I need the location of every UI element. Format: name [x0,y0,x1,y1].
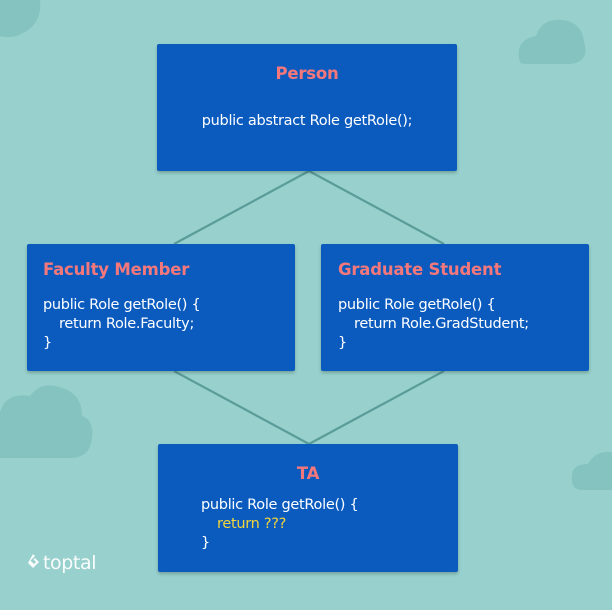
grad-code-line-1: public Role getRole() { [338,297,496,313]
ta-code-line-1: public Role getRole() { [201,497,359,513]
toptal-logo-text: toptal [43,552,97,574]
connector-lines [173,170,445,445]
ta-code-block: public Role getRole() { return ??? } [201,496,359,553]
ta-code-line-3: } [201,535,210,551]
grad-class-title: Graduate Student [338,260,502,279]
cloud-top-left [0,0,41,38]
faculty-code-line-1: public Role getRole() { [43,297,201,313]
grad-code-line-2: return Role.GradStudent; [354,316,529,332]
toptal-diamond-icon [28,554,39,568]
edge-person-grad [308,170,445,245]
edge-grad-ta [308,370,445,445]
ta-code-line-2: return ??? [217,516,287,532]
grad-code-block: public Role getRole() { return Role.Grad… [338,296,529,353]
edge-person-faculty [173,170,310,245]
faculty-class-box: Faculty Member public Role getRole() { r… [27,244,295,371]
toptal-logo: toptal [26,552,97,574]
edge-faculty-ta [173,370,310,445]
faculty-code-line-3: } [43,335,52,351]
cloud-decorations [0,0,612,490]
faculty-code-block: public Role getRole() { return Role.Facu… [43,296,201,353]
ta-class-title: TA [296,464,320,483]
faculty-code-line-2: return Role.Faculty; [59,316,195,332]
grad-code-line-3: } [338,335,347,351]
person-class-box: Person public abstract Role getRole(); [157,44,457,171]
person-class-title: Person [275,64,339,83]
grad-class-box: Graduate Student public Role getRole() {… [321,244,589,371]
cloud-right [571,451,612,490]
ta-class-box: TA public Role getRole() { return ??? } [158,444,458,572]
cloud-left [0,385,93,458]
person-method-signature: public abstract Role getRole(); [201,113,413,129]
faculty-class-title: Faculty Member [43,260,190,279]
cloud-top-right [518,19,586,64]
